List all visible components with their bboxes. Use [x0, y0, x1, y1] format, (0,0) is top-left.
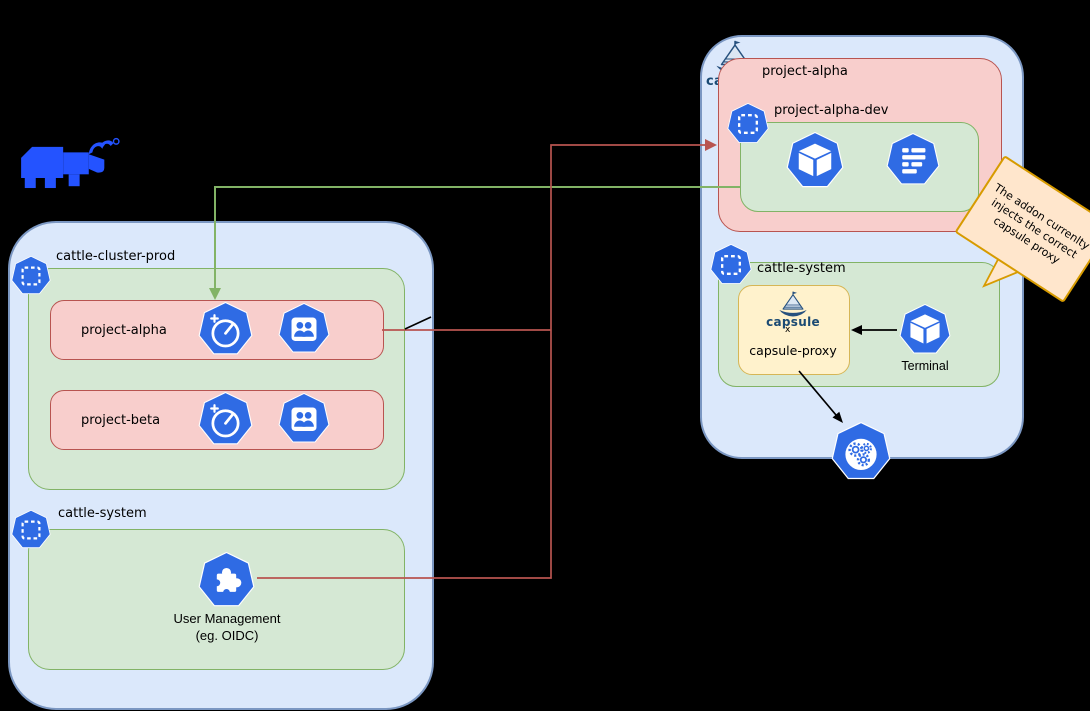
namespace-icon: [710, 244, 752, 286]
user-management-label: User Management (eg. OIDC): [173, 611, 281, 643]
gears-icon: [831, 422, 891, 482]
left-cluster-label: cattle-cluster-prod: [56, 249, 176, 264]
project-alpha-label: project-alpha: [81, 322, 167, 338]
list-icon: [886, 133, 940, 187]
terminal-cube-icon: [899, 304, 951, 356]
puzzle-icon: [198, 552, 255, 609]
rancher-logo: [20, 137, 120, 189]
gauge-icon: [198, 392, 253, 447]
capsule-proxy-logo-mark: x: [785, 325, 791, 335]
right-project-alpha-label: project-alpha: [762, 64, 848, 79]
project-alpha-dev-label: project-alpha-dev: [774, 103, 889, 118]
namespace-icon: [727, 103, 769, 145]
project-alpha-dev-box: [740, 122, 979, 212]
left-cattle-system-label: cattle-system: [58, 506, 147, 521]
project-beta-label: project-beta: [81, 412, 161, 428]
right-cattle-system-label: cattle-system: [757, 261, 846, 276]
capsule-proxy-label: capsule-proxy: [749, 343, 837, 358]
capsule-proxy-logo-text: capsule: [766, 315, 820, 329]
namespace-icon: [11, 256, 51, 296]
terminal-label: Terminal: [901, 359, 949, 373]
namespace-icon: [11, 510, 51, 550]
users-icon: [278, 393, 330, 445]
cube-icon: [786, 132, 844, 190]
users-icon: [278, 303, 330, 355]
gauge-icon: [198, 302, 253, 357]
